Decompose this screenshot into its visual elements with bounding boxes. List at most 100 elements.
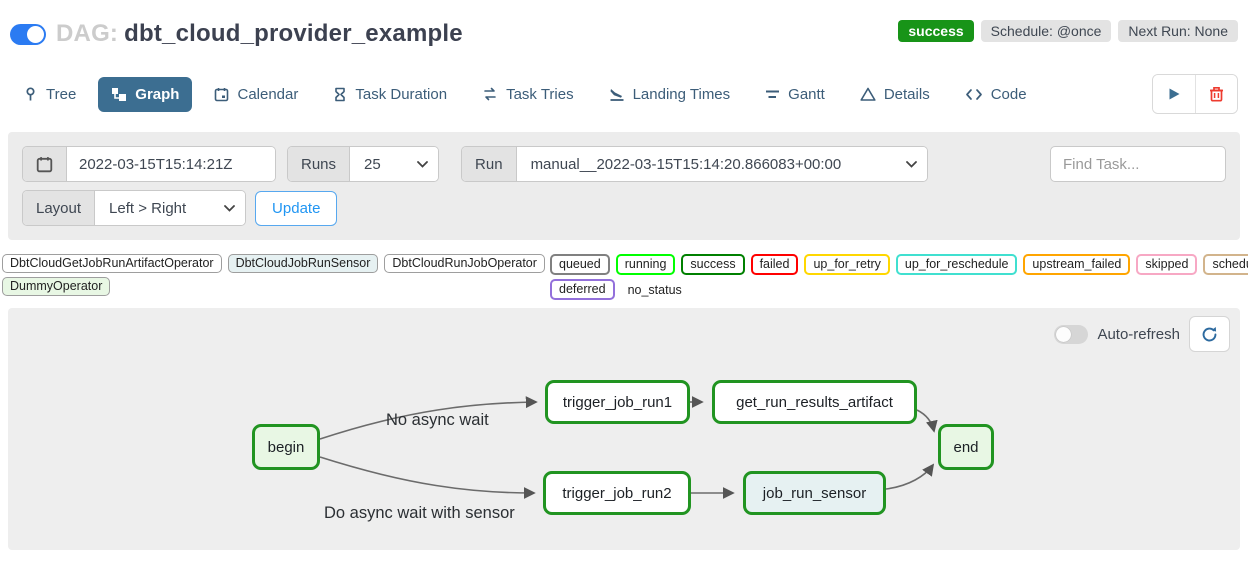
plane-landing-icon (610, 88, 624, 101)
update-button[interactable]: Update (255, 190, 338, 226)
num-runs-select[interactable]: 25 (350, 147, 439, 181)
operator-pill: DbtCloudJobRunSensor (227, 254, 379, 273)
layout-value: Left > Right (109, 199, 187, 217)
state-pill-skipped[interactable]: skipped (1136, 254, 1198, 275)
calendar-icon (215, 87, 229, 101)
runs-label: Runs (288, 147, 351, 181)
state-legend: queued running success failed up_for_ret… (550, 254, 1248, 300)
tab-label: Graph (135, 85, 180, 103)
tab-label: Task Tries (506, 85, 574, 103)
tab-label: Details (883, 85, 930, 103)
chevron-down-icon (905, 160, 917, 168)
operator-legend: DbtCloudGetJobRunArtifactOperator DbtClo… (2, 254, 550, 296)
state-pill-failed[interactable]: failed (750, 254, 799, 275)
state-pill-deferred[interactable]: deferred (550, 279, 615, 300)
layout-select[interactable]: Left > Right (95, 191, 246, 225)
tab-graph[interactable]: Graph (98, 76, 193, 112)
operator-pill: DbtCloudRunJobOperator (384, 254, 545, 273)
layout-label: Layout (23, 191, 96, 225)
layout-group: Layout Left > Right (22, 190, 247, 226)
state-pill-up-for-reschedule[interactable]: up_for_reschedule (895, 254, 1018, 275)
num-runs-value: 25 (364, 155, 381, 173)
tab-tree[interactable]: Tree (10, 77, 89, 112)
state-pill-upstream-failed[interactable]: upstream_failed (1023, 254, 1131, 275)
dag-name: dbt_cloud_provider_example (124, 20, 463, 47)
dag-run-value: manual__2022-03-15T15:14:20.866083+00:00 (530, 155, 842, 173)
task-node-trigger-job-run2[interactable]: trigger_job_run2 (543, 471, 691, 515)
operator-pill: DbtCloudGetJobRunArtifactOperator (2, 254, 222, 273)
status-badge: success (898, 20, 974, 42)
tab-details[interactable]: Details (847, 77, 943, 112)
calendar-date-button[interactable] (23, 147, 67, 181)
graph-icon (112, 87, 127, 101)
find-task-input[interactable] (1050, 146, 1226, 182)
tab-label: Gantt (788, 85, 825, 103)
tab-label: Calendar (237, 85, 299, 103)
legend: DbtCloudGetJobRunArtifactOperator DbtClo… (2, 254, 1248, 300)
trash-icon (1210, 86, 1223, 102)
task-node-begin[interactable]: begin (252, 424, 320, 470)
schedule-badge: Schedule: @once (980, 20, 1112, 42)
refresh-icon (1202, 326, 1217, 341)
toggle-knob (27, 25, 44, 43)
calendar-picker-icon (36, 156, 53, 172)
code-icon (965, 88, 982, 100)
repeat-icon (484, 87, 496, 101)
page-title: DAG:dbt_cloud_provider_example (56, 20, 463, 48)
task-node-get-run-results-artifact[interactable]: get_run_results_artifact (712, 380, 917, 424)
dag-prefix-label: DAG: (56, 20, 119, 47)
task-node-trigger-job-run1[interactable]: trigger_job_run1 (545, 380, 690, 424)
edge-label-do-async-wait: Do async wait with sensor (324, 504, 515, 522)
next-run-badge: Next Run: None (1118, 20, 1238, 42)
toggle-knob (1056, 326, 1072, 342)
tab-task-tries[interactable]: Task Tries (469, 77, 587, 112)
tab-label: Tree (46, 85, 77, 103)
tab-label: Landing Times (632, 85, 731, 103)
chevron-down-icon (417, 160, 428, 168)
tree-icon (26, 86, 35, 100)
edge-label-no-async-wait: No async wait (386, 411, 489, 429)
state-pill-scheduled[interactable]: scheduled (1203, 254, 1248, 275)
tab-gantt[interactable]: Gantt (752, 77, 838, 112)
details-triangle-icon (860, 87, 876, 101)
run-select-group: Run manual__2022-03-15T15:14:20.866083+0… (461, 146, 928, 182)
state-pill-queued[interactable]: queued (550, 254, 610, 275)
filter-row-1: Runs 25 Run manual__2022-03-15T15:14:20.… (22, 146, 1226, 182)
tab-calendar[interactable]: Calendar (201, 77, 311, 112)
hourglass-icon (335, 87, 346, 101)
dag-run-select[interactable]: manual__2022-03-15T15:14:20.866083+00:00 (516, 147, 927, 181)
dag-header: DAG:dbt_cloud_provider_example success S… (0, 0, 1248, 52)
num-runs-group: Runs 25 (287, 146, 440, 182)
task-node-end[interactable]: end (938, 424, 994, 470)
run-label: Run (462, 147, 517, 181)
trigger-dag-button[interactable] (1153, 75, 1195, 113)
tab-code[interactable]: Code (952, 77, 1040, 112)
gantt-icon (766, 90, 780, 98)
tab-label: Task Duration (355, 85, 448, 103)
chevron-down-icon (224, 204, 235, 212)
task-node-job-run-sensor[interactable]: job_run_sensor (743, 471, 886, 515)
dag-pause-toggle[interactable] (10, 23, 46, 45)
graph-filter-panel: Runs 25 Run manual__2022-03-15T15:14:20.… (8, 132, 1240, 240)
tab-landing-times[interactable]: Landing Times (596, 77, 744, 112)
refresh-button[interactable] (1189, 316, 1230, 352)
dag-action-buttons (1152, 74, 1238, 114)
header-badges: success Schedule: @once Next Run: None (898, 20, 1238, 42)
tab-label: Code (990, 85, 1027, 103)
base-date-group (22, 146, 276, 182)
state-pill-up-for-retry[interactable]: up_for_retry (804, 254, 890, 275)
base-date-input[interactable] (67, 147, 275, 181)
view-tabbar: Tree Graph Calendar Task Duration Task T… (10, 74, 1238, 114)
state-pill-running[interactable]: running (615, 254, 676, 275)
dag-graph-panel: Auto-refresh No async wait Do async wait… (8, 308, 1240, 550)
auto-refresh-controls: Auto-refresh (1054, 316, 1230, 352)
tab-task-duration[interactable]: Task Duration (320, 77, 460, 112)
auto-refresh-toggle[interactable] (1054, 324, 1089, 344)
state-label-no-status: no_status (627, 282, 682, 297)
play-icon (1169, 88, 1180, 100)
state-pill-success[interactable]: success (681, 254, 745, 275)
filter-row-2: Layout Left > Right Update (22, 190, 1226, 226)
auto-refresh-label: Auto-refresh (1097, 325, 1180, 343)
operator-pill: DummyOperator (2, 277, 111, 296)
delete-dag-button[interactable] (1195, 75, 1237, 113)
